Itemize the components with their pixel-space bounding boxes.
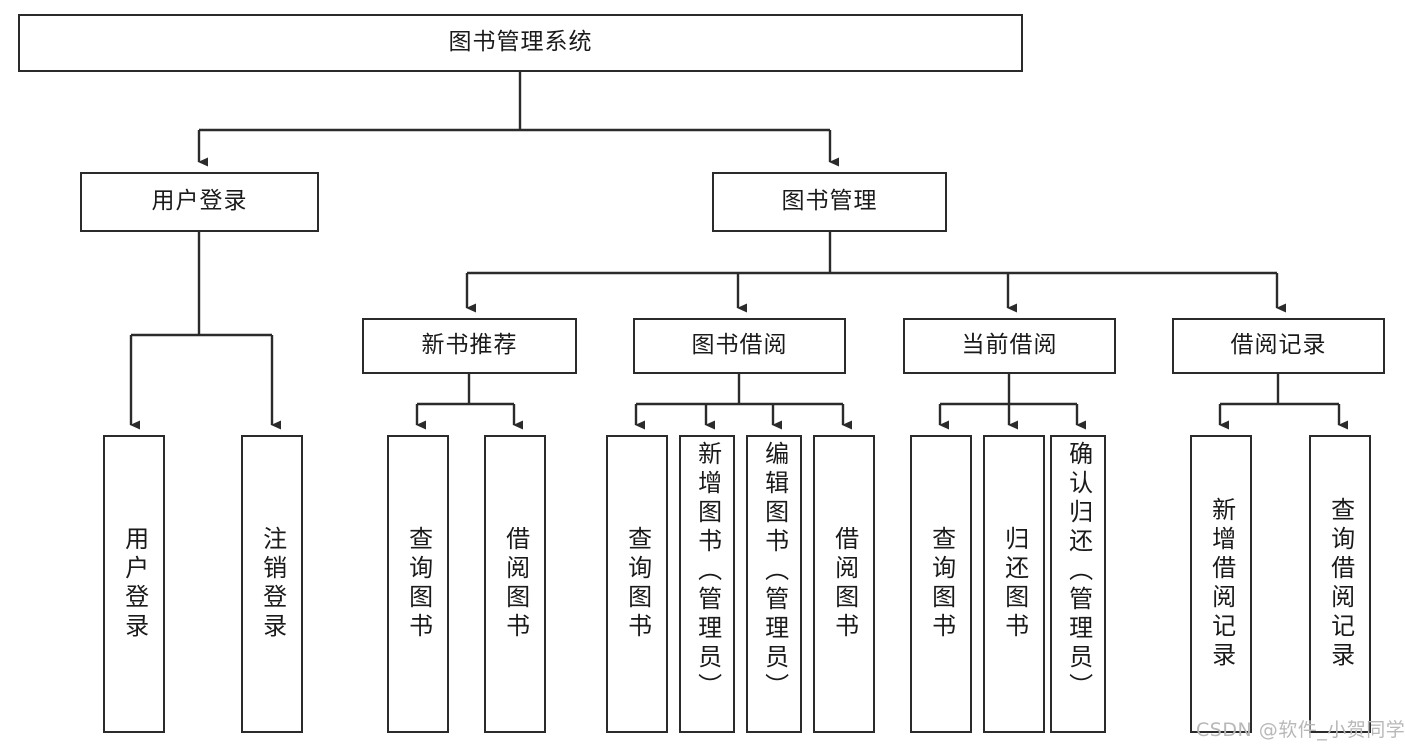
node-leaf-borrow-book-2-label: 借阅图书 bbox=[830, 526, 859, 642]
node-leaf-query-record[interactable]: 查询借阅记录 bbox=[1309, 435, 1371, 733]
node-leaf-query-book-2[interactable]: 查询图书 bbox=[606, 435, 668, 733]
node-leaf-confirm-return-label: 确认归还（管理员） bbox=[1064, 441, 1093, 702]
node-leaf-query-book-1-label: 查询图书 bbox=[404, 526, 433, 642]
node-new-book-recommend-label: 新书推荐 bbox=[421, 332, 518, 359]
node-leaf-add-record[interactable]: 新增借阅记录 bbox=[1190, 435, 1252, 733]
node-leaf-query-book-2-label: 查询图书 bbox=[623, 526, 652, 642]
node-leaf-query-book-3-label: 查询图书 bbox=[927, 526, 956, 642]
node-new-book-recommend[interactable]: 新书推荐 bbox=[362, 318, 577, 374]
node-leaf-confirm-return[interactable]: 确认归还（管理员） bbox=[1050, 435, 1106, 733]
node-leaf-return-book-label: 归还图书 bbox=[1000, 526, 1029, 642]
node-book-manage-label: 图书管理 bbox=[781, 188, 878, 215]
node-leaf-query-book-3[interactable]: 查询图书 bbox=[910, 435, 972, 733]
node-root[interactable]: 图书管理系统 bbox=[18, 14, 1023, 72]
node-leaf-query-book-1[interactable]: 查询图书 bbox=[387, 435, 449, 733]
node-leaf-borrow-book-2[interactable]: 借阅图书 bbox=[813, 435, 875, 733]
node-leaf-user-login[interactable]: 用户登录 bbox=[103, 435, 165, 733]
node-leaf-borrow-book-1[interactable]: 借阅图书 bbox=[484, 435, 546, 733]
node-current-borrow[interactable]: 当前借阅 bbox=[903, 318, 1116, 374]
node-leaf-borrow-book-1-label: 借阅图书 bbox=[501, 526, 530, 642]
node-leaf-query-record-label: 查询借阅记录 bbox=[1326, 497, 1355, 671]
node-leaf-logout-label: 注销登录 bbox=[258, 526, 287, 642]
node-user-login[interactable]: 用户登录 bbox=[80, 172, 319, 232]
node-leaf-edit-book-label: 编辑图书（管理员） bbox=[760, 441, 789, 702]
node-book-manage[interactable]: 图书管理 bbox=[712, 172, 947, 232]
node-leaf-logout[interactable]: 注销登录 bbox=[241, 435, 303, 733]
node-leaf-return-book[interactable]: 归还图书 bbox=[983, 435, 1045, 733]
node-leaf-edit-book[interactable]: 编辑图书（管理员） bbox=[746, 435, 802, 733]
node-borrow-record-label: 借阅记录 bbox=[1230, 332, 1327, 359]
node-leaf-add-record-label: 新增借阅记录 bbox=[1207, 497, 1236, 671]
node-borrow-record[interactable]: 借阅记录 bbox=[1172, 318, 1385, 374]
node-book-borrow-label: 图书借阅 bbox=[691, 332, 788, 359]
node-leaf-add-book[interactable]: 新增图书（管理员） bbox=[679, 435, 735, 733]
node-user-login-label: 用户登录 bbox=[151, 188, 248, 215]
node-root-label: 图书管理系统 bbox=[448, 29, 593, 56]
node-leaf-add-book-label: 新增图书（管理员） bbox=[693, 441, 722, 702]
node-book-borrow[interactable]: 图书借阅 bbox=[633, 318, 846, 374]
node-leaf-user-login-label: 用户登录 bbox=[120, 526, 149, 642]
node-current-borrow-label: 当前借阅 bbox=[961, 332, 1058, 359]
csdn-watermark: CSDN @软件_小贺同学 bbox=[1196, 719, 1405, 741]
